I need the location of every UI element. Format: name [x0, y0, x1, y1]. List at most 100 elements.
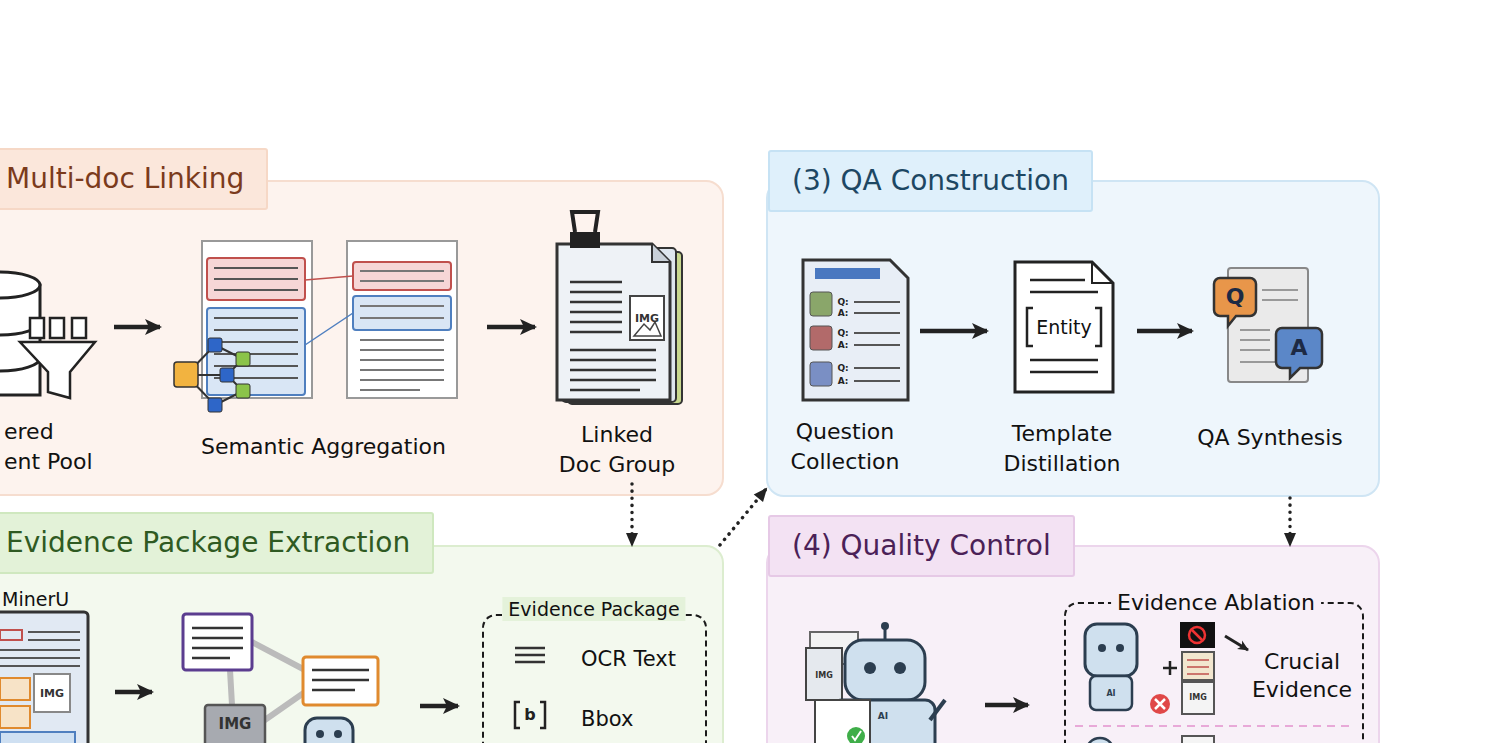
pointer-arrow [1225, 636, 1248, 650]
judge-robot-icon [806, 622, 945, 743]
robot-body [832, 700, 935, 743]
text-lines [214, 268, 298, 378]
flow-arrow [487, 325, 535, 330]
funnel-shape [20, 342, 95, 398]
doc-fold [652, 244, 670, 262]
node-label: QA Synthesis [1197, 423, 1342, 453]
graph-node [208, 338, 222, 352]
parsed-doc-icon [0, 612, 88, 743]
group-title: Evidence Ablation [1111, 588, 1321, 618]
result-label: Crucial Evidence [1249, 648, 1355, 704]
icon-label: IMG [1189, 694, 1207, 702]
graph-edges [186, 345, 243, 405]
process-node: QA Synthesis [1192, 252, 1348, 498]
ablation-icon [1075, 622, 1350, 743]
flow-arrow [420, 704, 458, 709]
topic-icon [810, 326, 832, 350]
flow-arrow [985, 703, 1028, 708]
doc-page [202, 241, 312, 398]
link-line [305, 313, 353, 345]
flow-arrow [114, 325, 160, 330]
process-node: eredent Pool [0, 252, 114, 474]
doc-evidence [1182, 652, 1214, 680]
image-box [630, 296, 664, 340]
topic-icon [810, 362, 832, 386]
doc-page [557, 244, 670, 400]
icon-label: Q: [837, 329, 848, 338]
node-label: Template Distillation [987, 419, 1137, 479]
pencil [930, 700, 945, 720]
item-label: OCR Text [581, 647, 676, 671]
icon-label: IMG [219, 717, 252, 732]
check-mark [852, 731, 861, 740]
doc-page [1228, 268, 1308, 382]
dotted-arrow [720, 489, 766, 545]
doc-page [810, 632, 858, 664]
tool-label: MinerU [2, 587, 69, 611]
process-node: MinerU [0, 582, 112, 743]
text-block [0, 706, 30, 728]
image-box [34, 674, 70, 712]
filter-icon [20, 318, 95, 398]
doc-page [806, 648, 842, 700]
qa-icon [1214, 268, 1322, 382]
red-block [207, 258, 305, 300]
doc-layer [562, 248, 676, 402]
process-node: Semantic Aggregation [160, 237, 487, 470]
robot-head [845, 640, 925, 700]
check-badge [847, 727, 865, 743]
robot-eye [334, 730, 342, 738]
doc-fold [1092, 262, 1113, 283]
topic-icon [810, 292, 832, 316]
stage-panel: (4) Quality ControlEvidence AblationCruc… [766, 545, 1380, 743]
template-doc-icon [1015, 262, 1113, 392]
blue-block [353, 296, 451, 330]
question-bubble [1214, 278, 1256, 326]
robot-eye [1098, 644, 1106, 652]
blue-block [207, 308, 305, 395]
text-lines [312, 670, 369, 690]
question-doc-icon [803, 260, 908, 400]
panel-title: (3) QA Construction [768, 150, 1093, 212]
graph-node [220, 368, 234, 382]
robot-head [305, 718, 353, 743]
removed-evidence [1180, 622, 1215, 648]
graph-node [174, 362, 198, 387]
mini-doc [50, 318, 64, 338]
robot-body [1090, 676, 1132, 710]
process-node: Question Collection [770, 252, 920, 482]
binder-clip-handle [572, 212, 598, 232]
graph-node [236, 352, 250, 366]
item-label: Bbox [581, 707, 633, 731]
image-evidence [1182, 682, 1214, 714]
panel-title: (4) Quality Control [768, 515, 1075, 577]
robot-head [1085, 624, 1137, 676]
database-icon [0, 272, 40, 395]
text-lines [192, 628, 243, 658]
title-box [0, 630, 22, 640]
document-pair-icon [174, 241, 457, 412]
icon-label: A: [838, 309, 849, 318]
node-label: ent Pool [4, 447, 93, 477]
text-lines [0, 632, 80, 666]
quote-icon [515, 648, 545, 662]
icon-label: A: [838, 341, 849, 350]
graph-node [208, 398, 222, 412]
text-lines [570, 282, 656, 390]
doc-layer [568, 252, 682, 404]
doc-page [1015, 262, 1113, 392]
image-element [205, 705, 265, 743]
text-block [0, 678, 30, 700]
dashed-group: Evidence AblationCrucial Evidence [1064, 602, 1364, 743]
red-block [353, 262, 451, 290]
robot-head [1086, 738, 1114, 743]
icon-label: b [524, 707, 535, 723]
node-label: Linked Doc Group [557, 420, 677, 480]
bracket [1027, 308, 1101, 346]
link-line [305, 276, 353, 280]
icon-label: IMG [635, 313, 659, 324]
answer-sheet [815, 700, 870, 743]
flow-arrow [1137, 329, 1192, 334]
robot-eye [1116, 644, 1124, 652]
